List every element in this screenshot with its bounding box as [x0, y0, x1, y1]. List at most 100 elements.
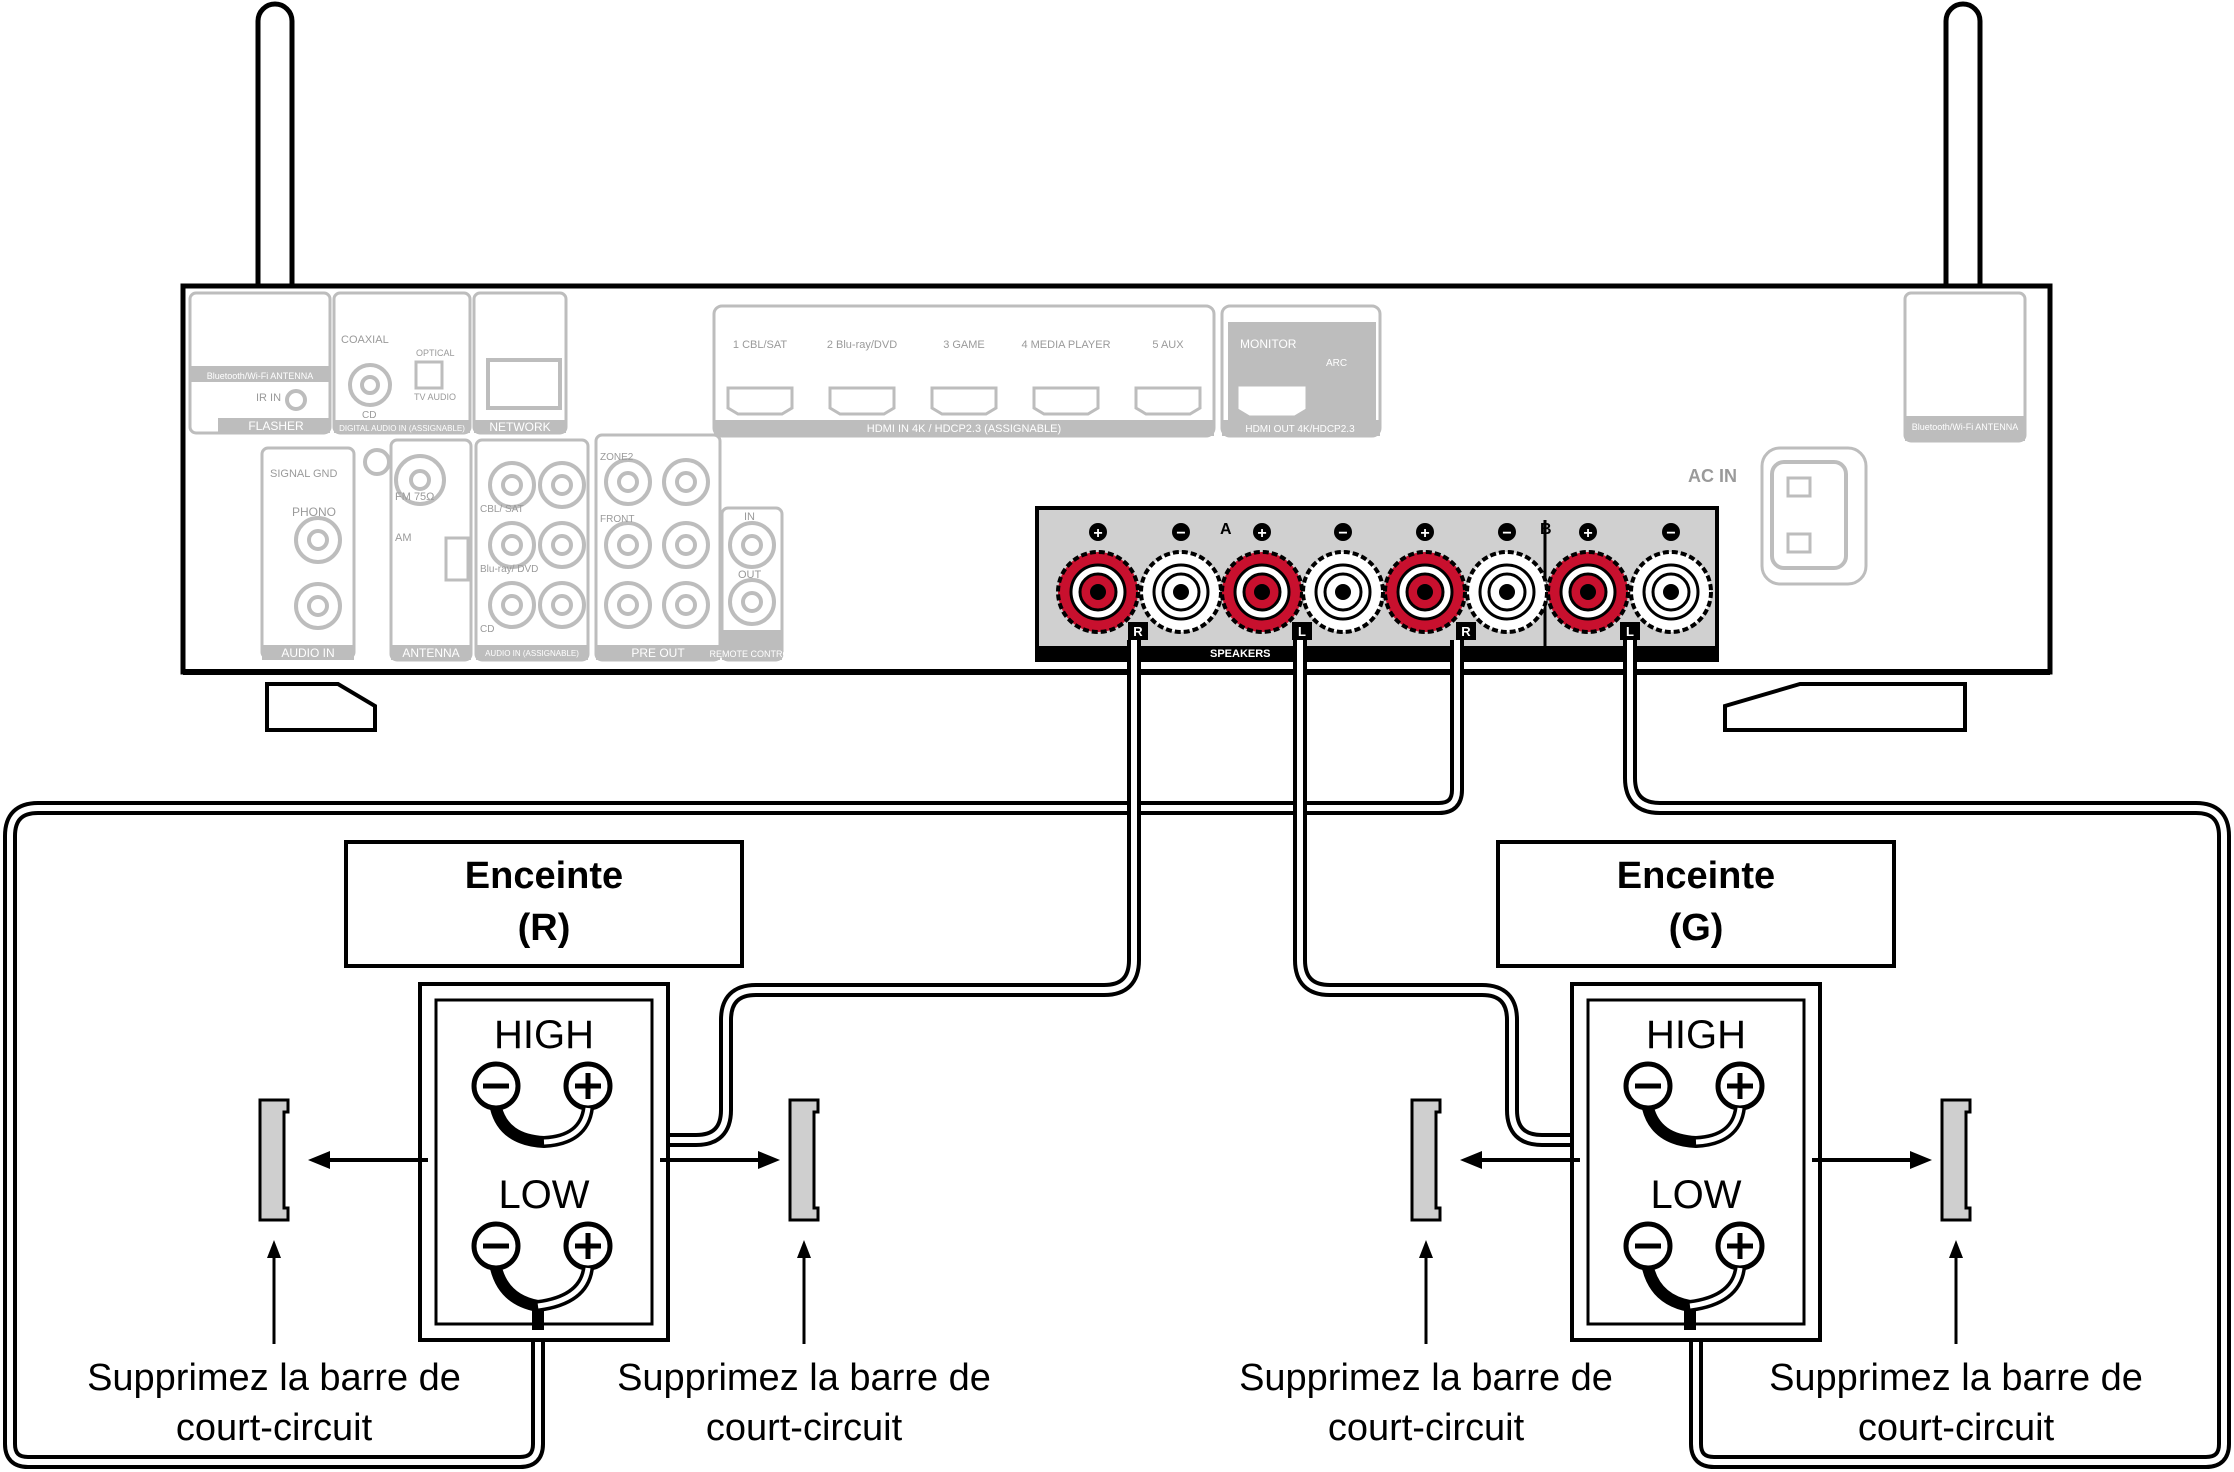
bluray-label: Blu-ray/ DVD — [480, 564, 538, 575]
fm-label: FM 75Ω — [395, 491, 434, 503]
shorting-bar-right — [788, 1098, 820, 1222]
short-bar-note-left: Supprimez la barre de — [87, 1357, 461, 1399]
plus-binding-post — [1715, 1061, 1765, 1111]
svg-text:R: R — [1461, 624, 1471, 639]
note-arrow-right — [1949, 1240, 1963, 1344]
short-bar-note-left-line2: court-circuit — [1328, 1407, 1525, 1449]
phono-label: PHONO — [292, 505, 336, 519]
speakers-label: SPEAKERS — [1210, 648, 1271, 660]
svg-text:L: L — [1298, 624, 1306, 639]
remove-arrow-right — [1812, 1151, 1932, 1169]
cbl-sat-label: CBL/ SAT — [480, 504, 524, 515]
negative-terminal: − — [1139, 523, 1223, 634]
speaker-title: Enceinte — [1617, 855, 1775, 897]
arc-label: ARC — [1326, 358, 1347, 369]
svg-text:R: R — [1133, 624, 1143, 639]
hdmi-out-label: HDMI OUT 4K/HDCP2.3 — [1245, 424, 1355, 435]
hdmi-in-2-label: 2 Blu-ray/DVD — [827, 339, 897, 351]
polarity-label: + — [1420, 525, 1429, 542]
speaker-title: Enceinte — [465, 855, 623, 897]
hdmi-in-5-label: 5 AUX — [1152, 339, 1184, 351]
short-bar-note-left-line2: court-circuit — [176, 1407, 373, 1449]
digital-audio-label: DIGITAL AUDIO IN (ASSIGNABLE) — [339, 424, 465, 433]
shorting-bar-right — [1940, 1098, 1972, 1222]
hdmi-in-1-label: 1 CBL/SAT — [733, 339, 787, 351]
pre-out-label: PRE OUT — [631, 646, 685, 660]
antenna-section-label: ANTENNA — [402, 646, 459, 660]
positive-terminal: + — [1220, 523, 1304, 634]
remove-arrow-left — [1460, 1151, 1580, 1169]
ghost-label-bars — [190, 322, 2025, 660]
positive-terminal: + — [1383, 523, 1467, 634]
short-bar-note-right: Supprimez la barre de — [1769, 1357, 2143, 1399]
plus-binding-post — [563, 1221, 613, 1271]
channel-badge: L — [1292, 622, 1312, 640]
optical-port — [414, 360, 444, 390]
short-bar-note-left: Supprimez la barre de — [1239, 1357, 1613, 1399]
signal-gnd-label: SIGNAL GND — [270, 468, 337, 480]
low-label: LOW — [1650, 1173, 1741, 1217]
polarity-label: − — [1666, 525, 1675, 542]
high-label: HIGH — [494, 1013, 594, 1057]
polarity-label: + — [1583, 525, 1592, 542]
shorting-bar-left — [1410, 1098, 1442, 1222]
polarity-label: + — [1093, 525, 1102, 542]
flasher-label: FLASHER — [248, 419, 304, 433]
hdmi-in-label: HDMI IN 4K / HDCP2.3 (ASSIGNABLE) — [867, 423, 1061, 435]
in-label: IN — [744, 511, 755, 523]
ghost-rca-jacks — [285, 363, 776, 630]
speaker-right: Enceinte (R) HIGH LOW Supprimez la barre de c… — [87, 840, 991, 1449]
cd-label: CD — [362, 410, 376, 421]
short-bar-note-right: Supprimez la barre de — [617, 1357, 991, 1399]
ac-in-label: AC IN — [1688, 466, 1737, 486]
front-label: FRONT — [600, 514, 634, 525]
minus-binding-post — [1623, 1221, 1673, 1271]
audio-in-label: AUDIO IN — [281, 646, 334, 660]
subwoofer-label: SUBWOOFER — [628, 632, 688, 642]
minus-binding-post — [471, 1061, 521, 1111]
speaker-channel: (G) — [1669, 907, 1724, 949]
minus-binding-post — [471, 1221, 521, 1271]
short-bar-note-right-line2: court-circuit — [1858, 1407, 2055, 1449]
negative-terminal: − — [1301, 523, 1385, 634]
hdmi-out-port — [1238, 386, 1306, 416]
am-label: AM — [395, 532, 412, 544]
receiver-rear-panel: COAXIAL CD OPTICAL TV AUDIO IR IN SIGNAL… — [180, 283, 2053, 732]
shorting-bar-left — [258, 1098, 290, 1222]
group-b-label: B — [1540, 521, 1552, 538]
svg-text:L: L — [1626, 624, 1634, 639]
speaker-title-box — [1496, 840, 1896, 968]
network-label: NETWORK — [489, 420, 550, 434]
minus-binding-post — [1623, 1061, 1673, 1111]
remove-arrow-right — [660, 1151, 780, 1169]
short-bar-note-right-line2: court-circuit — [706, 1407, 903, 1449]
note-arrow-left — [1419, 1240, 1433, 1344]
network-port — [486, 358, 562, 410]
polarity-label: − — [1176, 525, 1185, 542]
negative-terminal: − — [1465, 523, 1549, 634]
cd2-label: CD — [480, 624, 494, 635]
channel-badge: L — [1620, 622, 1640, 640]
polarity-label: − — [1502, 525, 1511, 542]
monitor-label: MONITOR — [1240, 337, 1297, 351]
group-a-label: A — [1220, 521, 1232, 538]
plus-binding-post — [1715, 1221, 1765, 1271]
note-arrow-right — [797, 1240, 811, 1344]
hdmi-in-4-label: 4 MEDIA PLAYER — [1021, 339, 1110, 351]
ir-label: IR IN — [256, 392, 281, 404]
remove-arrow-left — [308, 1151, 428, 1169]
antenna-left-label: Bluetooth/Wi-Fi ANTENNA — [207, 371, 314, 381]
audio-in-assignable-label: AUDIO IN (ASSIGNABLE) — [485, 649, 579, 658]
am-terminal — [444, 536, 470, 582]
speaker-channel: (R) — [518, 907, 571, 949]
antenna-right-label: Bluetooth/Wi-Fi ANTENNA — [1912, 422, 2019, 432]
low-label: LOW — [498, 1173, 589, 1217]
tv-audio-label: TV AUDIO — [414, 392, 456, 402]
cable-loops — [3, 640, 2231, 1469]
high-label: HIGH — [1646, 1013, 1746, 1057]
hdmi-in-3-label: 3 GAME — [943, 339, 985, 351]
speaker-title-box — [344, 840, 744, 968]
positive-terminal: + — [1546, 523, 1630, 634]
